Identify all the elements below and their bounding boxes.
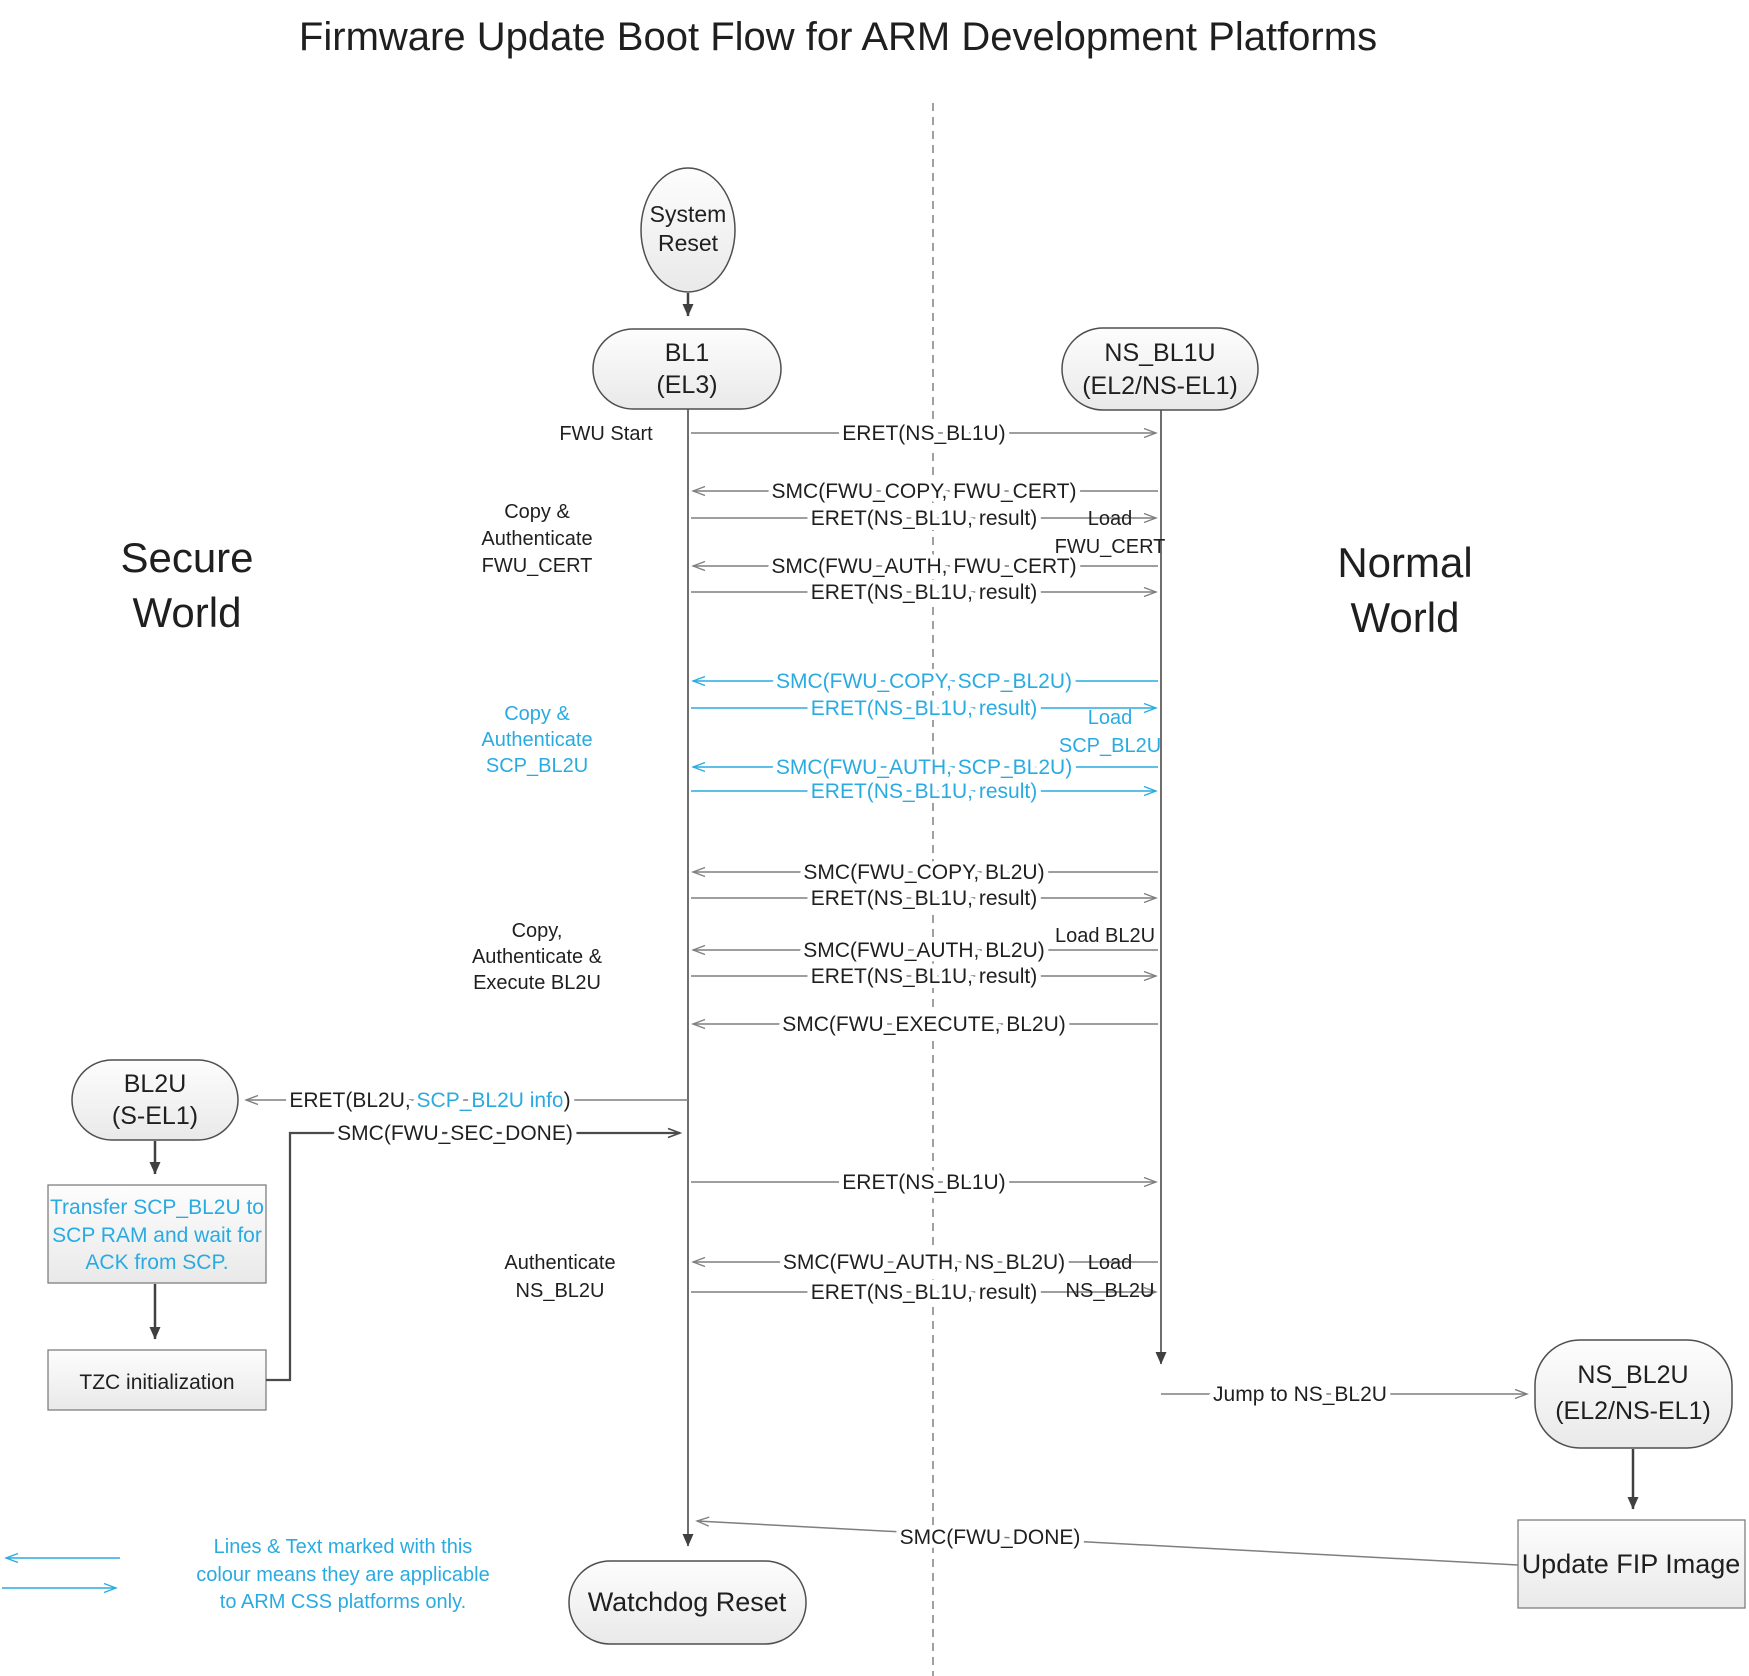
stage-label-auth-ns-bl2u: Authenticate bbox=[504, 1252, 615, 1274]
eret-bl2u-scp-info: SCP_BL2U info bbox=[417, 1089, 564, 1112]
stage-label-load-bl2u: Load BL2U bbox=[1055, 925, 1155, 947]
stage-label-copy-auth-fwu-cert: FWU_CERT bbox=[482, 555, 593, 577]
system-reset-label: Reset bbox=[658, 230, 719, 256]
legend-text: Lines & Text marked with this bbox=[214, 1536, 473, 1558]
message-label: SMC(FWU_EXECUTE, BL2U) bbox=[782, 1013, 1066, 1036]
system-reset-node bbox=[640, 167, 736, 293]
message-label-css: ERET(NS_BL1U, result) bbox=[811, 780, 1037, 803]
message-label: SMC(FWU_AUTH, NS_BL2U) bbox=[783, 1251, 1065, 1274]
stage-label-copy-auth-exec-bl2u: Authenticate & bbox=[472, 946, 603, 968]
ns-bl1u-label: NS_BL1U bbox=[1104, 339, 1215, 367]
update-fip-box bbox=[1517, 1519, 1746, 1609]
message-label: SMC(FWU_AUTH, BL2U) bbox=[803, 939, 1045, 962]
bl2u-label: (S-EL1) bbox=[112, 1102, 198, 1130]
message-label-smc-done: SMC(FWU_DONE) bbox=[900, 1526, 1081, 1549]
stage-label-copy-auth-scp-bl2u: Authenticate bbox=[481, 729, 592, 751]
secure-world-label: Secure bbox=[120, 534, 253, 581]
transfer-scp-box bbox=[47, 1184, 267, 1284]
stage-label-copy-auth-exec-bl2u: Execute BL2U bbox=[473, 972, 601, 994]
watchdog-reset-node bbox=[568, 1560, 807, 1645]
stage-label-load-scp-bl2u: SCP_BL2U bbox=[1059, 735, 1161, 757]
message-label-eret-bl2u: ERET(BL2U, SCP_BL2U info) bbox=[289, 1089, 570, 1112]
stage-label-auth-ns-bl2u: NS_BL2U bbox=[516, 1280, 605, 1302]
message-label: ERET(NS_BL1U, result) bbox=[811, 507, 1037, 530]
smc-sec-done-elbow-line bbox=[266, 1133, 680, 1382]
bl1-label: (EL3) bbox=[656, 371, 717, 399]
watchdog-reset-label: Watchdog Reset bbox=[588, 1587, 787, 1617]
stage-label-copy-auth-exec-bl2u: Copy, bbox=[512, 920, 563, 942]
tzc-init-label: TZC initialization bbox=[79, 1371, 234, 1394]
message-label: SMC(FWU_COPY, FWU_CERT) bbox=[772, 480, 1077, 503]
message-label-css: SMC(FWU_AUTH, SCP_BL2U) bbox=[776, 756, 1072, 779]
bl1-label: BL1 bbox=[665, 339, 709, 367]
transfer-scp-label: Transfer SCP_BL2U to bbox=[50, 1196, 264, 1219]
stage-label-copy-auth-scp-bl2u: SCP_BL2U bbox=[486, 755, 588, 777]
legend-text: colour means they are applicable bbox=[196, 1564, 490, 1586]
transfer-scp-label: SCP RAM and wait for bbox=[52, 1224, 262, 1247]
bl2u-node bbox=[71, 1059, 239, 1141]
ns-bl2u-label: NS_BL2U bbox=[1577, 1361, 1688, 1389]
tzc-init-box bbox=[47, 1349, 267, 1411]
message-label: ERET(NS_BL1U, result) bbox=[811, 581, 1037, 604]
message-label-css: SMC(FWU_COPY, SCP_BL2U) bbox=[776, 670, 1072, 693]
stage-label-load-fwu-cert: FWU_CERT bbox=[1055, 536, 1166, 558]
message-label: SMC(FWU_AUTH, FWU_CERT) bbox=[771, 555, 1076, 578]
stage-label-copy-auth-fwu-cert: Authenticate bbox=[481, 528, 592, 550]
message-label-css: ERET(NS_BL1U, result) bbox=[811, 697, 1037, 720]
message-label-jump-ns-bl2u: Jump to NS_BL2U bbox=[1213, 1383, 1387, 1406]
bl1-node bbox=[592, 328, 782, 410]
stage-label-copy-auth-fwu-cert: Copy & bbox=[504, 501, 570, 523]
ns-bl1u-node bbox=[1061, 327, 1259, 411]
eret-bl2u-suffix: ) bbox=[564, 1089, 571, 1112]
stage-label-copy-auth-scp-bl2u: Copy & bbox=[504, 703, 570, 725]
message-label-smc-sec-done: SMC(FWU_SEC_DONE) bbox=[337, 1122, 573, 1145]
normal-world-label: World bbox=[1351, 594, 1460, 641]
system-reset-label: System bbox=[650, 201, 727, 227]
secure-world-label: World bbox=[133, 589, 242, 636]
ns-bl2u-node bbox=[1534, 1339, 1733, 1449]
stage-label-load-scp-bl2u: Load bbox=[1088, 707, 1133, 729]
message-label: ERET(NS_BL1U) bbox=[842, 1171, 1005, 1194]
message-label: ERET(NS_BL1U, result) bbox=[811, 887, 1037, 910]
eret-bl2u-prefix: ERET(BL2U, bbox=[289, 1089, 416, 1112]
message-label: ERET(NS_BL1U) bbox=[842, 422, 1005, 445]
ns-bl1u-label: (EL2/NS-EL1) bbox=[1082, 372, 1238, 400]
message-label: SMC(FWU_COPY, BL2U) bbox=[803, 861, 1044, 884]
bl2u-label: BL2U bbox=[124, 1070, 187, 1098]
message-label: ERET(NS_BL1U, result) bbox=[811, 1281, 1037, 1304]
legend-text: to ARM CSS platforms only. bbox=[220, 1591, 466, 1613]
update-fip-label: Update FIP Image bbox=[1522, 1549, 1741, 1579]
ns-bl2u-label: (EL2/NS-EL1) bbox=[1555, 1397, 1711, 1425]
stage-label-load-fwu-cert: Load bbox=[1088, 508, 1133, 530]
stage-label-fwu-start: FWU Start bbox=[559, 423, 653, 445]
transfer-scp-label: ACK from SCP. bbox=[85, 1251, 228, 1274]
message-line-smc-done bbox=[695, 1516, 1519, 1566]
stage-label-load-ns-bl2u: Load bbox=[1088, 1252, 1133, 1274]
normal-world-label: Normal bbox=[1337, 539, 1472, 586]
message-label: ERET(NS_BL1U, result) bbox=[811, 965, 1037, 988]
stage-label-load-ns-bl2u: NS_BL2U bbox=[1066, 1280, 1155, 1302]
diagram-title: Firmware Update Boot Flow for ARM Develo… bbox=[299, 15, 1377, 59]
